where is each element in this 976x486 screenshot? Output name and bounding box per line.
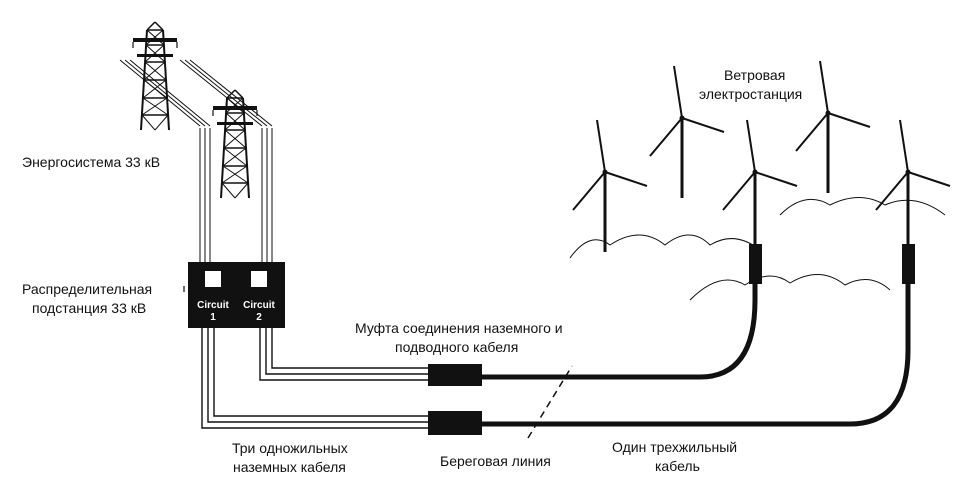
overhead-drops (199, 128, 273, 265)
coastline-label: Береговая линия (440, 453, 551, 469)
land-cables-label-line2: наземных кабеля (233, 459, 346, 475)
circuit-1-switch-icon (205, 271, 221, 287)
land-cables-label-line1: Три одножильных (232, 440, 348, 456)
wind-turbine-icon (721, 118, 799, 254)
turbine-cable-entry-lower (902, 244, 915, 284)
wind-farm-label-line2: электростанция (699, 86, 802, 102)
grid-pylons (119, 21, 273, 265)
grid-label: Энергосистема 33 кВ (22, 154, 160, 170)
joint-label-line2: подводного кабеля (395, 339, 518, 355)
circuit-1-label: Circuit (197, 300, 229, 311)
wind-turbine-icon (571, 118, 649, 254)
substation: Circuit 1 Circuit 2 (183, 262, 285, 328)
substation-label-line2: подстанция 33 кВ (32, 300, 146, 316)
land-subsea-joint-lower (428, 411, 482, 435)
circuit-2-switch-icon (251, 271, 267, 287)
circuit-2-number: 2 (256, 312, 262, 323)
wind-turbine-icon (794, 59, 872, 195)
circuit-1-number: 1 (210, 312, 216, 323)
turbine-cable-entry-upper (749, 244, 762, 284)
pylon-icon (212, 89, 258, 199)
overhead-conductors (119, 59, 273, 127)
substation-label-line1: Распределительная (22, 281, 152, 297)
sea-waves (569, 197, 946, 301)
subsea-cable-lower (482, 280, 911, 427)
subsea-cable-label-line2: кабель (655, 458, 700, 474)
land-subsea-joint-upper (428, 364, 482, 386)
joint-label-line1: Муфта соединения наземного и (355, 320, 563, 336)
subsea-cable-label-line1: Один трехжильный (612, 439, 737, 455)
coastline (527, 365, 573, 439)
land-cables-circuit-1 (201, 328, 428, 429)
circuit-2-label: Circuit (243, 300, 275, 311)
substation-box (188, 262, 285, 328)
subsea-cable-upper (482, 280, 758, 380)
wind-turbine-icon (874, 118, 952, 254)
wind-farm-label-line1: Ветровая (724, 67, 785, 83)
land-cables-circuit-2 (259, 328, 428, 381)
